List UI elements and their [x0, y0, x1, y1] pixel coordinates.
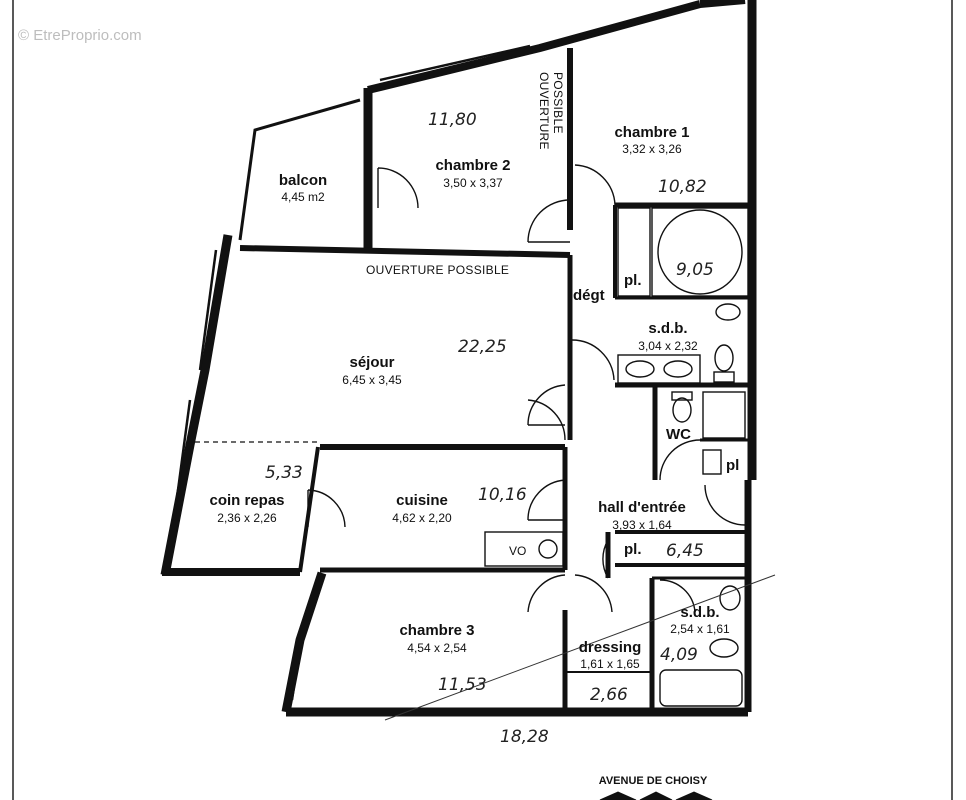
sanitary-fixtures	[484, 207, 749, 707]
room-dim-cuisine: 4,62 x 2,20	[392, 511, 452, 525]
room-name-balcon: balcon	[279, 172, 327, 189]
room-name-dressing: dressing	[579, 639, 642, 656]
room-area-chambre1: 10,82	[658, 177, 707, 197]
room-dim-chambre1: 3,32 x 3,26	[622, 142, 682, 156]
note-ouverture-vertical-1: OUVERTURE	[537, 72, 551, 150]
room-area-dressing: 2,66	[590, 685, 628, 705]
note-ouverture-vertical-2: POSSIBLE	[551, 72, 565, 134]
room-dim-sdb2: 2,54 x 1,61	[670, 622, 730, 636]
note-ouverture-horizontal: OUVERTURE POSSIBLE	[366, 263, 509, 277]
room-name-coin-repas: coin repas	[209, 492, 284, 509]
facade-windows	[172, 4, 691, 701]
street-name: AVENUE DE CHOISY	[599, 775, 708, 787]
room-dim-chambre2: 3,50 x 3,37	[443, 176, 503, 190]
room-name-pl-top: pl.	[624, 272, 642, 289]
exterior-walls	[160, 0, 757, 717]
room-dim-hall: 3,93 x 1,64	[612, 518, 672, 532]
room-area-chambre2: 11,80	[428, 110, 477, 130]
room-dim-sdb1: 3,04 x 2,32	[638, 339, 698, 353]
room-dim-coin-repas: 2,36 x 2,26	[217, 511, 277, 525]
room-area-pl-hall: 6,45	[666, 541, 704, 561]
room-name-pl-wc: pl	[726, 457, 739, 474]
room-name-chambre3: chambre 3	[399, 622, 474, 639]
room-name-vo: VO	[509, 544, 526, 558]
bottom-total-annotation: 18,28	[500, 727, 549, 747]
room-name-degt: dégt	[573, 287, 605, 304]
room-area-pl-top: 9,05	[676, 260, 714, 280]
room-dim-balcon: 4,45 m2	[281, 190, 325, 204]
watermark-text: © EtreProprio.com	[18, 27, 142, 44]
room-area-cuisine: 10,16	[478, 485, 527, 505]
room-name-chambre2: chambre 2	[435, 157, 510, 174]
room-area-sejour: 22,25	[458, 337, 507, 357]
room-dim-chambre3: 4,54 x 2,54	[407, 641, 467, 655]
room-name-wc: WC	[666, 426, 691, 443]
room-name-pl-hall: pl.	[624, 541, 642, 558]
room-name-hall: hall d'entrée	[598, 499, 686, 516]
room-dim-sejour: 6,45 x 3,45	[342, 373, 402, 387]
room-name-cuisine: cuisine	[396, 492, 448, 509]
room-name-sejour: séjour	[349, 354, 394, 371]
room-name-chambre1: chambre 1	[614, 124, 689, 141]
room-name-sdb2: s.d.b.	[680, 604, 719, 621]
room-name-sdb1: s.d.b.	[648, 320, 687, 337]
room-dim-dressing: 1,61 x 1,65	[580, 657, 640, 671]
room-area-chambre3: 11,53	[438, 675, 487, 695]
room-area-sdb2: 4,09	[660, 645, 698, 665]
interior-walls	[195, 48, 752, 712]
door-swings	[307, 164, 746, 613]
room-area-coin-repas: 5,33	[265, 463, 303, 483]
annotation-line	[384, 574, 776, 721]
street-arrow-icon	[599, 791, 713, 800]
